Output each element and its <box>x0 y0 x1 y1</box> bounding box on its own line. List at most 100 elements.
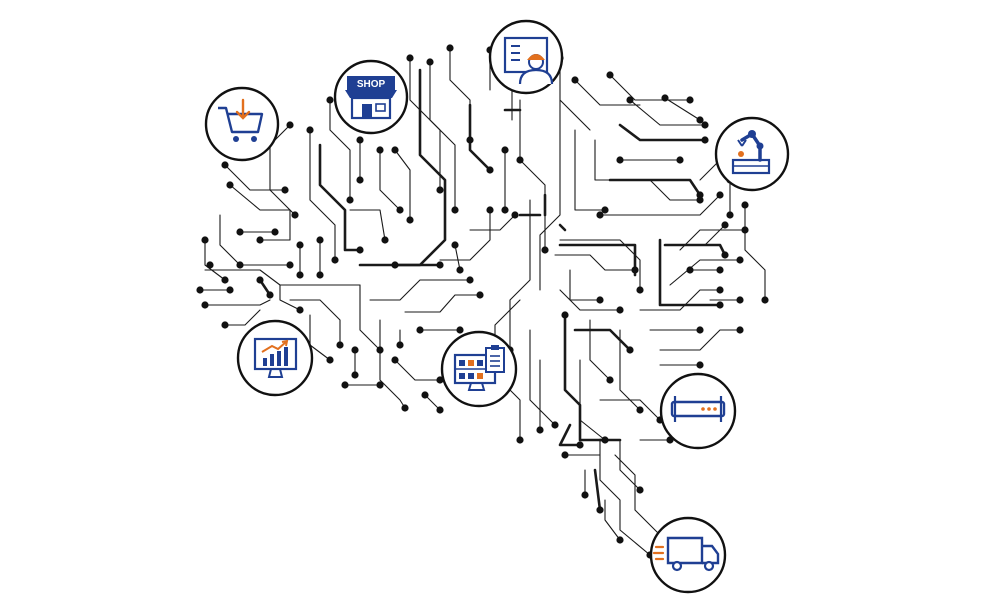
circuit-node-dot <box>516 156 524 164</box>
circuit-node-dot <box>421 391 429 399</box>
shopping-cart-download-icon <box>204 86 280 162</box>
circuit-node-dot <box>511 211 519 219</box>
circuit-node-dot <box>636 406 644 414</box>
circuit-node-dot <box>581 491 589 499</box>
circuit-node-dot <box>401 404 409 412</box>
delivery-truck-icon <box>649 516 727 594</box>
circuit-node-dot <box>516 436 524 444</box>
circuit-node-dot <box>616 156 624 164</box>
circuit-node-dot <box>451 206 459 214</box>
circuit-node-dot <box>606 71 614 79</box>
shop-sign-label: SHOP <box>357 79 386 90</box>
hardware-device-icon <box>659 372 737 450</box>
circuit-node-dot <box>396 206 404 214</box>
circuit-node-dot <box>596 506 604 514</box>
circuit-node-dot <box>406 54 414 62</box>
circuit-node-dot <box>661 94 669 102</box>
circuit-node-dot <box>306 126 314 134</box>
circuit-node-dot <box>676 156 684 164</box>
circuit-node-dot <box>221 276 229 284</box>
inventory-monitor-clipboard-icon <box>440 330 518 408</box>
circuit-node-dot <box>626 96 634 104</box>
circuit-node-dot <box>326 356 334 364</box>
circuit-node-dot <box>296 241 304 249</box>
circuit-node-dot <box>206 261 214 269</box>
circuit-node-dot <box>561 451 569 459</box>
circuit-node-dot <box>716 266 724 274</box>
circuit-node-dot <box>741 201 749 209</box>
circuit-node-dot <box>736 326 744 334</box>
circuit-node-dot <box>686 266 694 274</box>
circuit-node-dot <box>631 266 639 274</box>
circuit-node-dot <box>571 76 579 84</box>
circuit-node-dot <box>696 196 704 204</box>
circuit-node-dot <box>226 181 234 189</box>
circuit-node-dot <box>456 266 464 274</box>
circuit-node-dot <box>696 191 704 199</box>
circuit-node-dot <box>376 346 384 354</box>
circuit-traces-thin <box>199 47 766 556</box>
circuit-node-dot <box>316 236 324 244</box>
circuit-node-dot <box>741 226 749 234</box>
circuit-node-dot <box>686 96 694 104</box>
circuit-node-dot <box>596 296 604 304</box>
circuit-node-dot <box>736 256 744 264</box>
circuit-node-dot <box>391 261 399 269</box>
circuit-node-dot <box>201 301 209 309</box>
circuit-node-dot <box>636 486 644 494</box>
circuit-node-dot <box>716 191 724 199</box>
circuit-node-dot <box>721 221 729 229</box>
circuit-node-dot <box>376 381 384 389</box>
circuit-node-dot <box>696 326 704 334</box>
circuit-node-dot <box>236 228 244 236</box>
circuit-node-dot <box>391 356 399 364</box>
circuit-node-dot <box>326 96 334 104</box>
circuit-node-dot <box>736 296 744 304</box>
circuit-node-dot <box>281 186 289 194</box>
circuit-node-dot <box>486 206 494 214</box>
circuit-node-dot <box>436 186 444 194</box>
circuit-node-dot <box>226 286 234 294</box>
circuit-node-dot <box>426 58 434 66</box>
circuit-node-dot <box>406 216 414 224</box>
circuit-node-dot <box>501 206 509 214</box>
circuit-node-dot <box>436 376 444 384</box>
circuit-node-dot <box>616 536 624 544</box>
circuit-node-dot <box>236 261 244 269</box>
circuit-node-dot <box>356 136 364 144</box>
circuit-node-dot <box>256 276 264 284</box>
circuit-node-dot <box>336 341 344 349</box>
circuit-node-dot <box>601 206 609 214</box>
circuit-node-dot <box>696 116 704 124</box>
circuit-node-dot <box>716 301 724 309</box>
circuit-node-dot <box>466 276 474 284</box>
circuit-node-dot <box>391 146 399 154</box>
analytics-monitor-icon <box>236 319 314 397</box>
circuit-node-dot <box>256 236 264 244</box>
circuit-node-dot <box>636 286 644 294</box>
circuit-node-dot <box>356 246 364 254</box>
shop-storefront-icon: SHOP <box>333 59 409 135</box>
circuit-node-dot <box>466 136 474 144</box>
circuit-node-dot <box>376 146 384 154</box>
circuit-node-dot <box>356 176 364 184</box>
circuit-node-dot <box>221 321 229 329</box>
circuit-node-dot <box>576 441 584 449</box>
circuit-node-dot <box>351 346 359 354</box>
circuit-node-dot <box>351 371 359 379</box>
circuit-node-dot <box>761 296 769 304</box>
circuit-node-dots <box>196 44 769 559</box>
circuit-node-dot <box>266 291 274 299</box>
circuit-node-dot <box>701 121 709 129</box>
circuit-traces-thick <box>258 68 727 512</box>
circuit-node-dot <box>341 381 349 389</box>
engineer-at-screen-icon <box>488 19 564 95</box>
circuit-node-dot <box>601 436 609 444</box>
circuit-node-dot <box>596 211 604 219</box>
circuit-node-dot <box>501 146 509 154</box>
circuit-node-dot <box>626 346 634 354</box>
circuit-node-dot <box>726 211 734 219</box>
robotic-arm-icon <box>714 116 790 192</box>
